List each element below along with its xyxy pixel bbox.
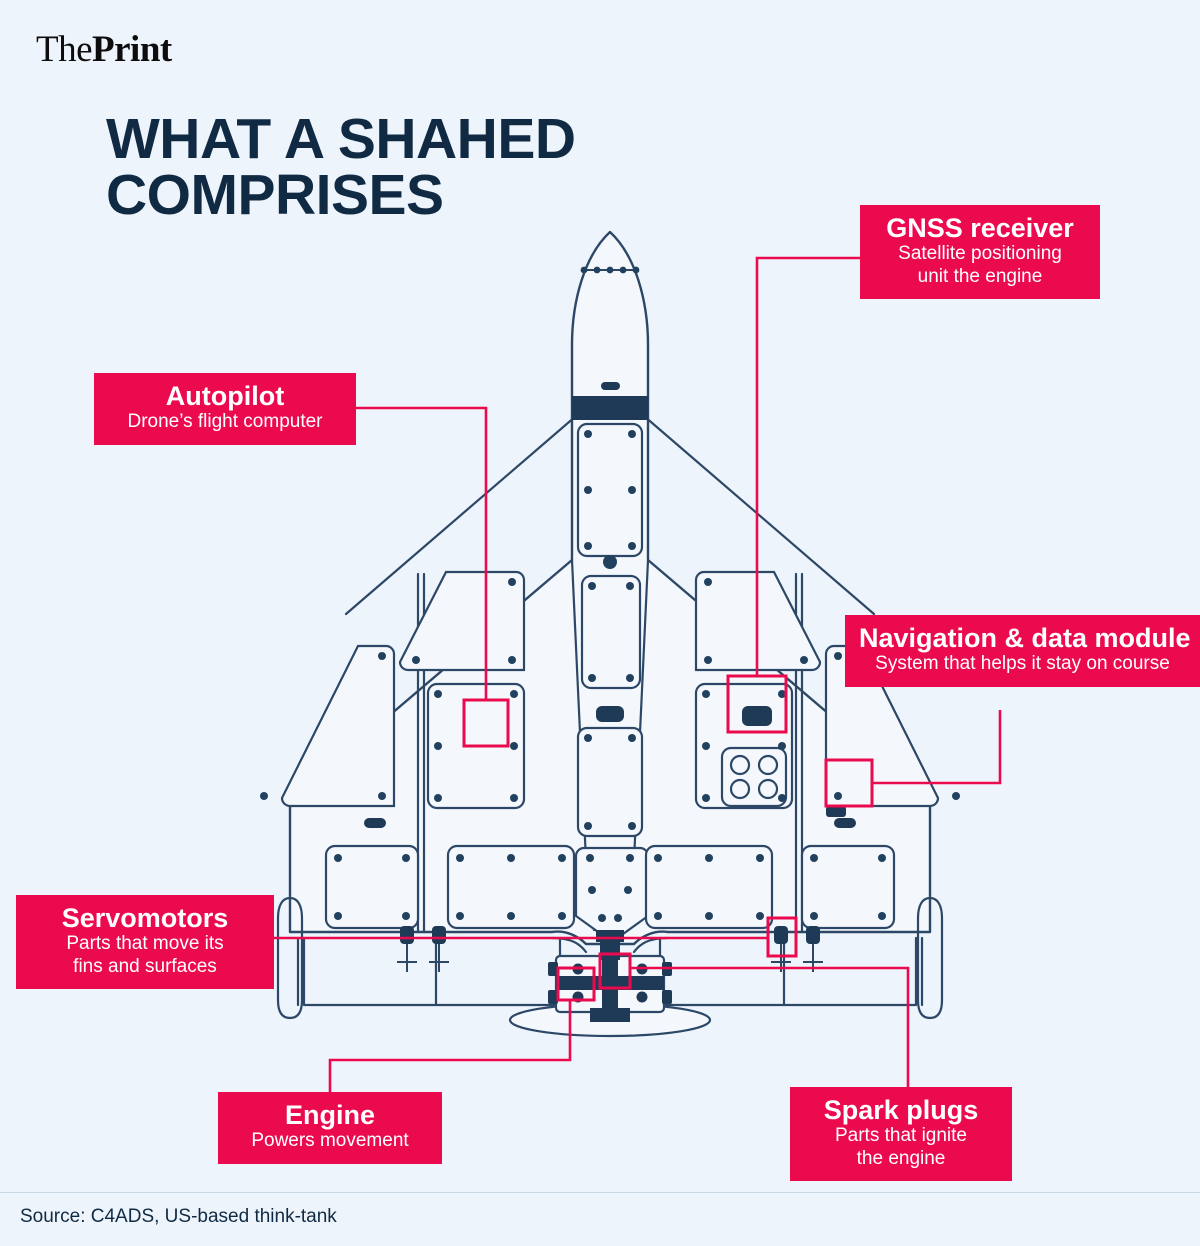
brand-name-light: The	[36, 29, 93, 70]
leader-gnss	[755, 256, 860, 676]
callout-servomotors[interactable]: Servomotors Parts that move its fins and…	[16, 895, 274, 990]
callout-engine[interactable]: Engine Powers movement	[218, 1092, 442, 1164]
callout-subtitle-line-1: Parts that ignite	[834, 1125, 968, 1147]
callout-subtitle-line-1: Satellite positioning	[898, 243, 1062, 265]
callout-gnss-receiver[interactable]: GNSS receiver Satellite positioning unit…	[860, 205, 1100, 300]
brand-logo: ThePrint	[36, 28, 172, 71]
callout-subtitle-line-2: the engine	[856, 1147, 946, 1169]
leader-autopilot	[356, 406, 488, 700]
callout-subtitle-line-1: Drone’s flight computer	[127, 411, 323, 433]
page-title: WHAT A SHAHED COMPRISES	[106, 107, 576, 227]
brand-name-bold: Print	[92, 29, 172, 70]
callout-spark-plugs[interactable]: Spark plugs Parts that ignite the engine	[790, 1087, 1012, 1182]
callout-title: GNSS receiver	[886, 213, 1074, 243]
source-note: Source: C4ADS, US-based think-tank	[20, 1206, 337, 1227]
leader-engine	[328, 1000, 572, 1092]
callout-subtitle-line-1: System that helps it stay on course	[875, 653, 1170, 675]
callout-subtitle-line-2: unit the engine	[917, 265, 1043, 287]
footer-divider	[0, 1192, 1200, 1193]
callout-title: Engine	[284, 1100, 375, 1130]
callout-title: Navigation & data module	[859, 623, 1191, 653]
leader-sparkplugs	[630, 966, 910, 1087]
callout-title: Autopilot	[165, 381, 285, 411]
highlight-sparkplug	[598, 952, 632, 990]
callout-title: Servomotors	[61, 903, 229, 933]
leader-navigation	[872, 710, 1002, 785]
callout-subtitle-line-2: fins and surfaces	[73, 955, 217, 977]
callout-navigation-data-module[interactable]: Navigation & data module System that hel…	[845, 615, 1200, 687]
callout-title: Spark plugs	[823, 1095, 979, 1125]
callout-subtitle-line-1: Parts that move its	[66, 933, 224, 955]
callout-subtitle-line-1: Powers movement	[251, 1130, 409, 1152]
callout-autopilot[interactable]: Autopilot Drone’s flight computer	[94, 373, 356, 445]
highlight-engine	[556, 966, 596, 1002]
